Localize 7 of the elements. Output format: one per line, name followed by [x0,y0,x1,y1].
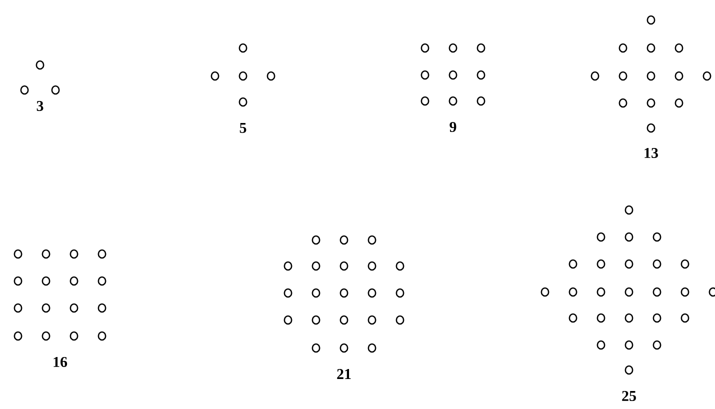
number-label: 3 [36,100,44,112]
number-label: 21 [337,369,351,379]
number-label: 13 [644,148,658,158]
number-label: 25 [622,390,636,402]
number-label: 5 [240,123,246,133]
number-label: 16 [54,356,68,368]
number-label: 9 [450,122,456,132]
